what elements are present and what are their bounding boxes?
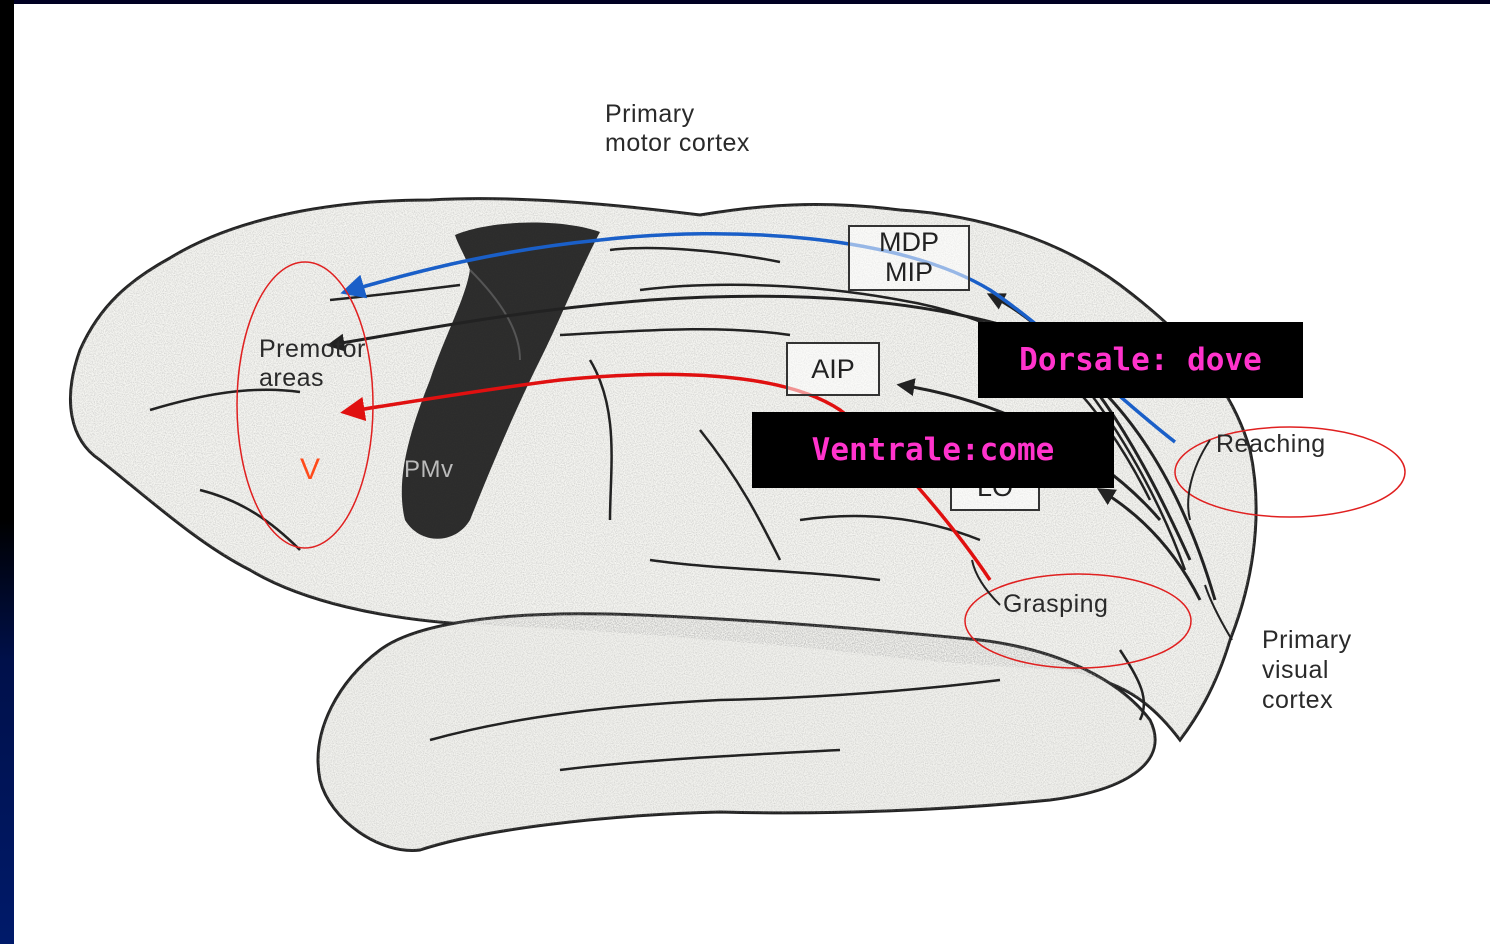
primary-motor-label-line1: Primary [605, 100, 750, 129]
mdp-label: MDP [850, 227, 968, 257]
premotor-label-line2: areas [259, 364, 366, 393]
mdp-mip-box: MDP MIP [848, 225, 970, 291]
premotor-areas-label: Premotor areas [259, 335, 366, 393]
primary-motor-label-line2: motor cortex [605, 129, 750, 158]
primary-visual-cortex-label: Primary visual cortex [1262, 625, 1352, 715]
mip-label: MIP [850, 257, 968, 287]
primary-visual-label-line3: cortex [1262, 685, 1352, 715]
pmv-label: PMv [404, 455, 454, 484]
primary-motor-cortex-label: Primary motor cortex [605, 100, 750, 158]
ventral-stream-tag: Ventrale:come [752, 412, 1114, 488]
v-marker-label: V [300, 453, 320, 487]
reaching-label: Reaching [1216, 430, 1326, 459]
aip-box: AIP [786, 342, 880, 396]
premotor-label-line1: Premotor [259, 335, 366, 364]
primary-visual-label-line1: Primary [1262, 625, 1352, 655]
grasping-label: Grasping [1003, 590, 1108, 619]
primary-visual-label-line2: visual [1262, 655, 1352, 685]
dorsal-stream-tag: Dorsale: dove [978, 322, 1303, 398]
